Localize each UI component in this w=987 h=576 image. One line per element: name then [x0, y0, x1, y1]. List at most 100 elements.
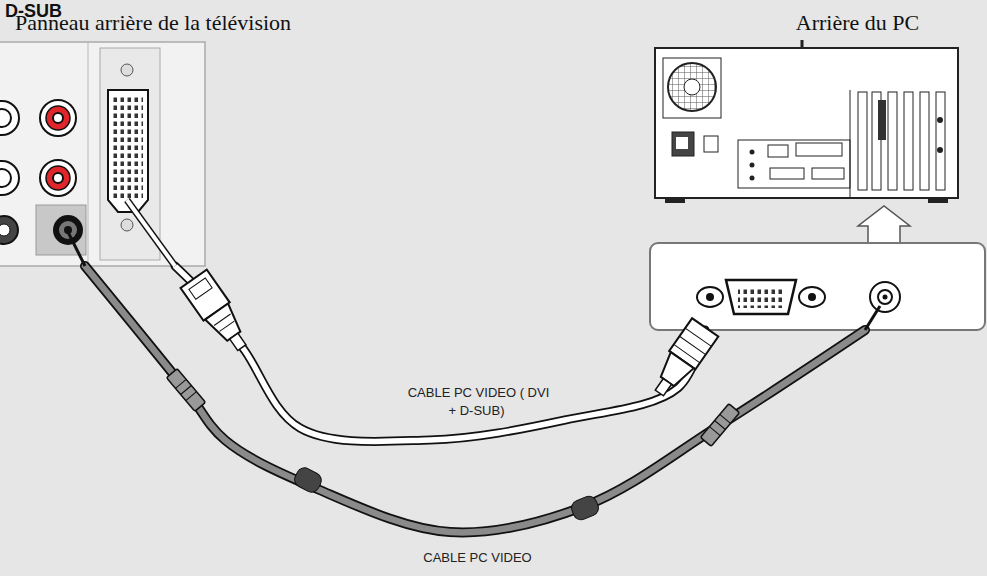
- audio-plug: [166, 369, 205, 412]
- tv-panel: [46, 106, 70, 130]
- tv-panel: [121, 64, 133, 76]
- cable-label: CABLE PC VIDEO: [421, 550, 533, 565]
- pc-rear: [750, 163, 755, 168]
- tv-panel: [88, 42, 89, 266]
- audio-plug: [186, 392, 197, 401]
- zoom-inset: [808, 293, 816, 301]
- audio-plug: [181, 386, 192, 395]
- pc-rear: [920, 92, 929, 190]
- panel-heading: Panneau arrière de la télévision: [15, 10, 291, 36]
- cable-outline: [175, 266, 705, 442]
- tv-panel: [0, 224, 10, 236]
- tv-panel: [59, 221, 77, 239]
- tv-cable-stubs: [68, 200, 175, 266]
- pc-rear: [750, 176, 755, 181]
- pc-rear: [928, 198, 948, 203]
- pc-rear: [665, 198, 685, 203]
- pc-rear: [676, 137, 688, 149]
- zoom-inset: [738, 286, 784, 308]
- tv-panel: [121, 219, 133, 231]
- tv-panel: [53, 173, 63, 183]
- pc-rear: [937, 147, 943, 153]
- dvi-plug: [230, 333, 246, 350]
- vga-plug: [685, 328, 711, 346]
- audio-plug: [700, 404, 739, 447]
- pc-rear: [770, 168, 804, 179]
- pc-rear: [655, 48, 958, 198]
- cable-core: [85, 266, 865, 532]
- pc-rear: [878, 100, 886, 140]
- pc-rear: [858, 92, 867, 190]
- pc-rear: [936, 92, 945, 190]
- audio-plug: [709, 427, 720, 436]
- tv-panel: [53, 215, 83, 245]
- cable-label: CABLE PC VIDEO ( DVI + D-SUB): [406, 385, 550, 418]
- pc-rear: [663, 58, 721, 118]
- dvi-plug: [214, 314, 230, 325]
- pc-rear: [672, 132, 694, 156]
- tv-panel: [0, 42, 205, 266]
- tv-panel: [0, 216, 18, 244]
- pc-rear: [684, 79, 700, 95]
- zoom-inset: [697, 287, 723, 307]
- cable-connector: [85, 266, 865, 532]
- pc-rear: [796, 143, 842, 156]
- vga-plug: [655, 379, 671, 396]
- tv-panel: [0, 109, 11, 127]
- tv-panel: [53, 113, 63, 123]
- zoom-inset: [883, 295, 888, 300]
- tv-cable-stubs: [127, 200, 175, 266]
- pc-node: Arrière du PC: [650, 44, 985, 330]
- pc-jack-wire: [865, 306, 880, 330]
- pc-rear: [768, 145, 788, 157]
- audio-plug: [175, 379, 186, 388]
- zoom-inset: [650, 206, 985, 330]
- pc-rear: [750, 150, 755, 155]
- zoom-inset: [726, 280, 796, 314]
- tv-cable-stubs: [68, 232, 85, 266]
- cable-core: [175, 266, 705, 442]
- dvi-plug: [220, 321, 235, 331]
- tv-panel: [40, 100, 76, 136]
- dvi-plug: [181, 270, 255, 357]
- tv-panel: [46, 166, 70, 190]
- pc-rear: [668, 63, 716, 111]
- pc-rear: [850, 90, 851, 198]
- tv-panel: [113, 96, 143, 200]
- audio-plug: [715, 421, 726, 430]
- audio-plug: [720, 414, 731, 423]
- ferrite-core: [569, 494, 601, 522]
- zoom-inset: [878, 290, 892, 304]
- zoom-inset: [706, 293, 714, 301]
- tv-panel: [0, 169, 11, 187]
- tv-panel: [0, 101, 19, 135]
- audio-plug: [166, 369, 205, 412]
- pc-rear: [812, 168, 844, 179]
- cable-outline: [85, 266, 865, 532]
- cable-connector: [175, 266, 705, 442]
- tv-panel: [108, 90, 148, 212]
- zoom-inset: [858, 206, 910, 243]
- dvi-plug: [189, 278, 212, 299]
- vga-plug: [679, 336, 705, 354]
- ferrite-core: [292, 465, 324, 495]
- audio-plug: [700, 404, 739, 447]
- tv-panel: [40, 160, 76, 196]
- pc-rear: [801, 40, 804, 48]
- tv-panel: [0, 161, 19, 195]
- pc-rear: [655, 40, 958, 203]
- zoom-inset: [650, 243, 985, 330]
- pc-rear: [904, 92, 913, 190]
- tv-panel-node: Panneau arrière de la télévision: [0, 42, 206, 266]
- tv-panel: [0, 42, 205, 266]
- tv-panel: [36, 205, 86, 255]
- zoom-inset: [799, 287, 825, 307]
- pc-rear: [704, 136, 718, 152]
- pc-rear: [888, 92, 897, 190]
- panel-heading: Arrière du PC: [796, 10, 919, 36]
- tv-cable-stubs: [127, 200, 175, 266]
- vga-plug: [646, 318, 718, 402]
